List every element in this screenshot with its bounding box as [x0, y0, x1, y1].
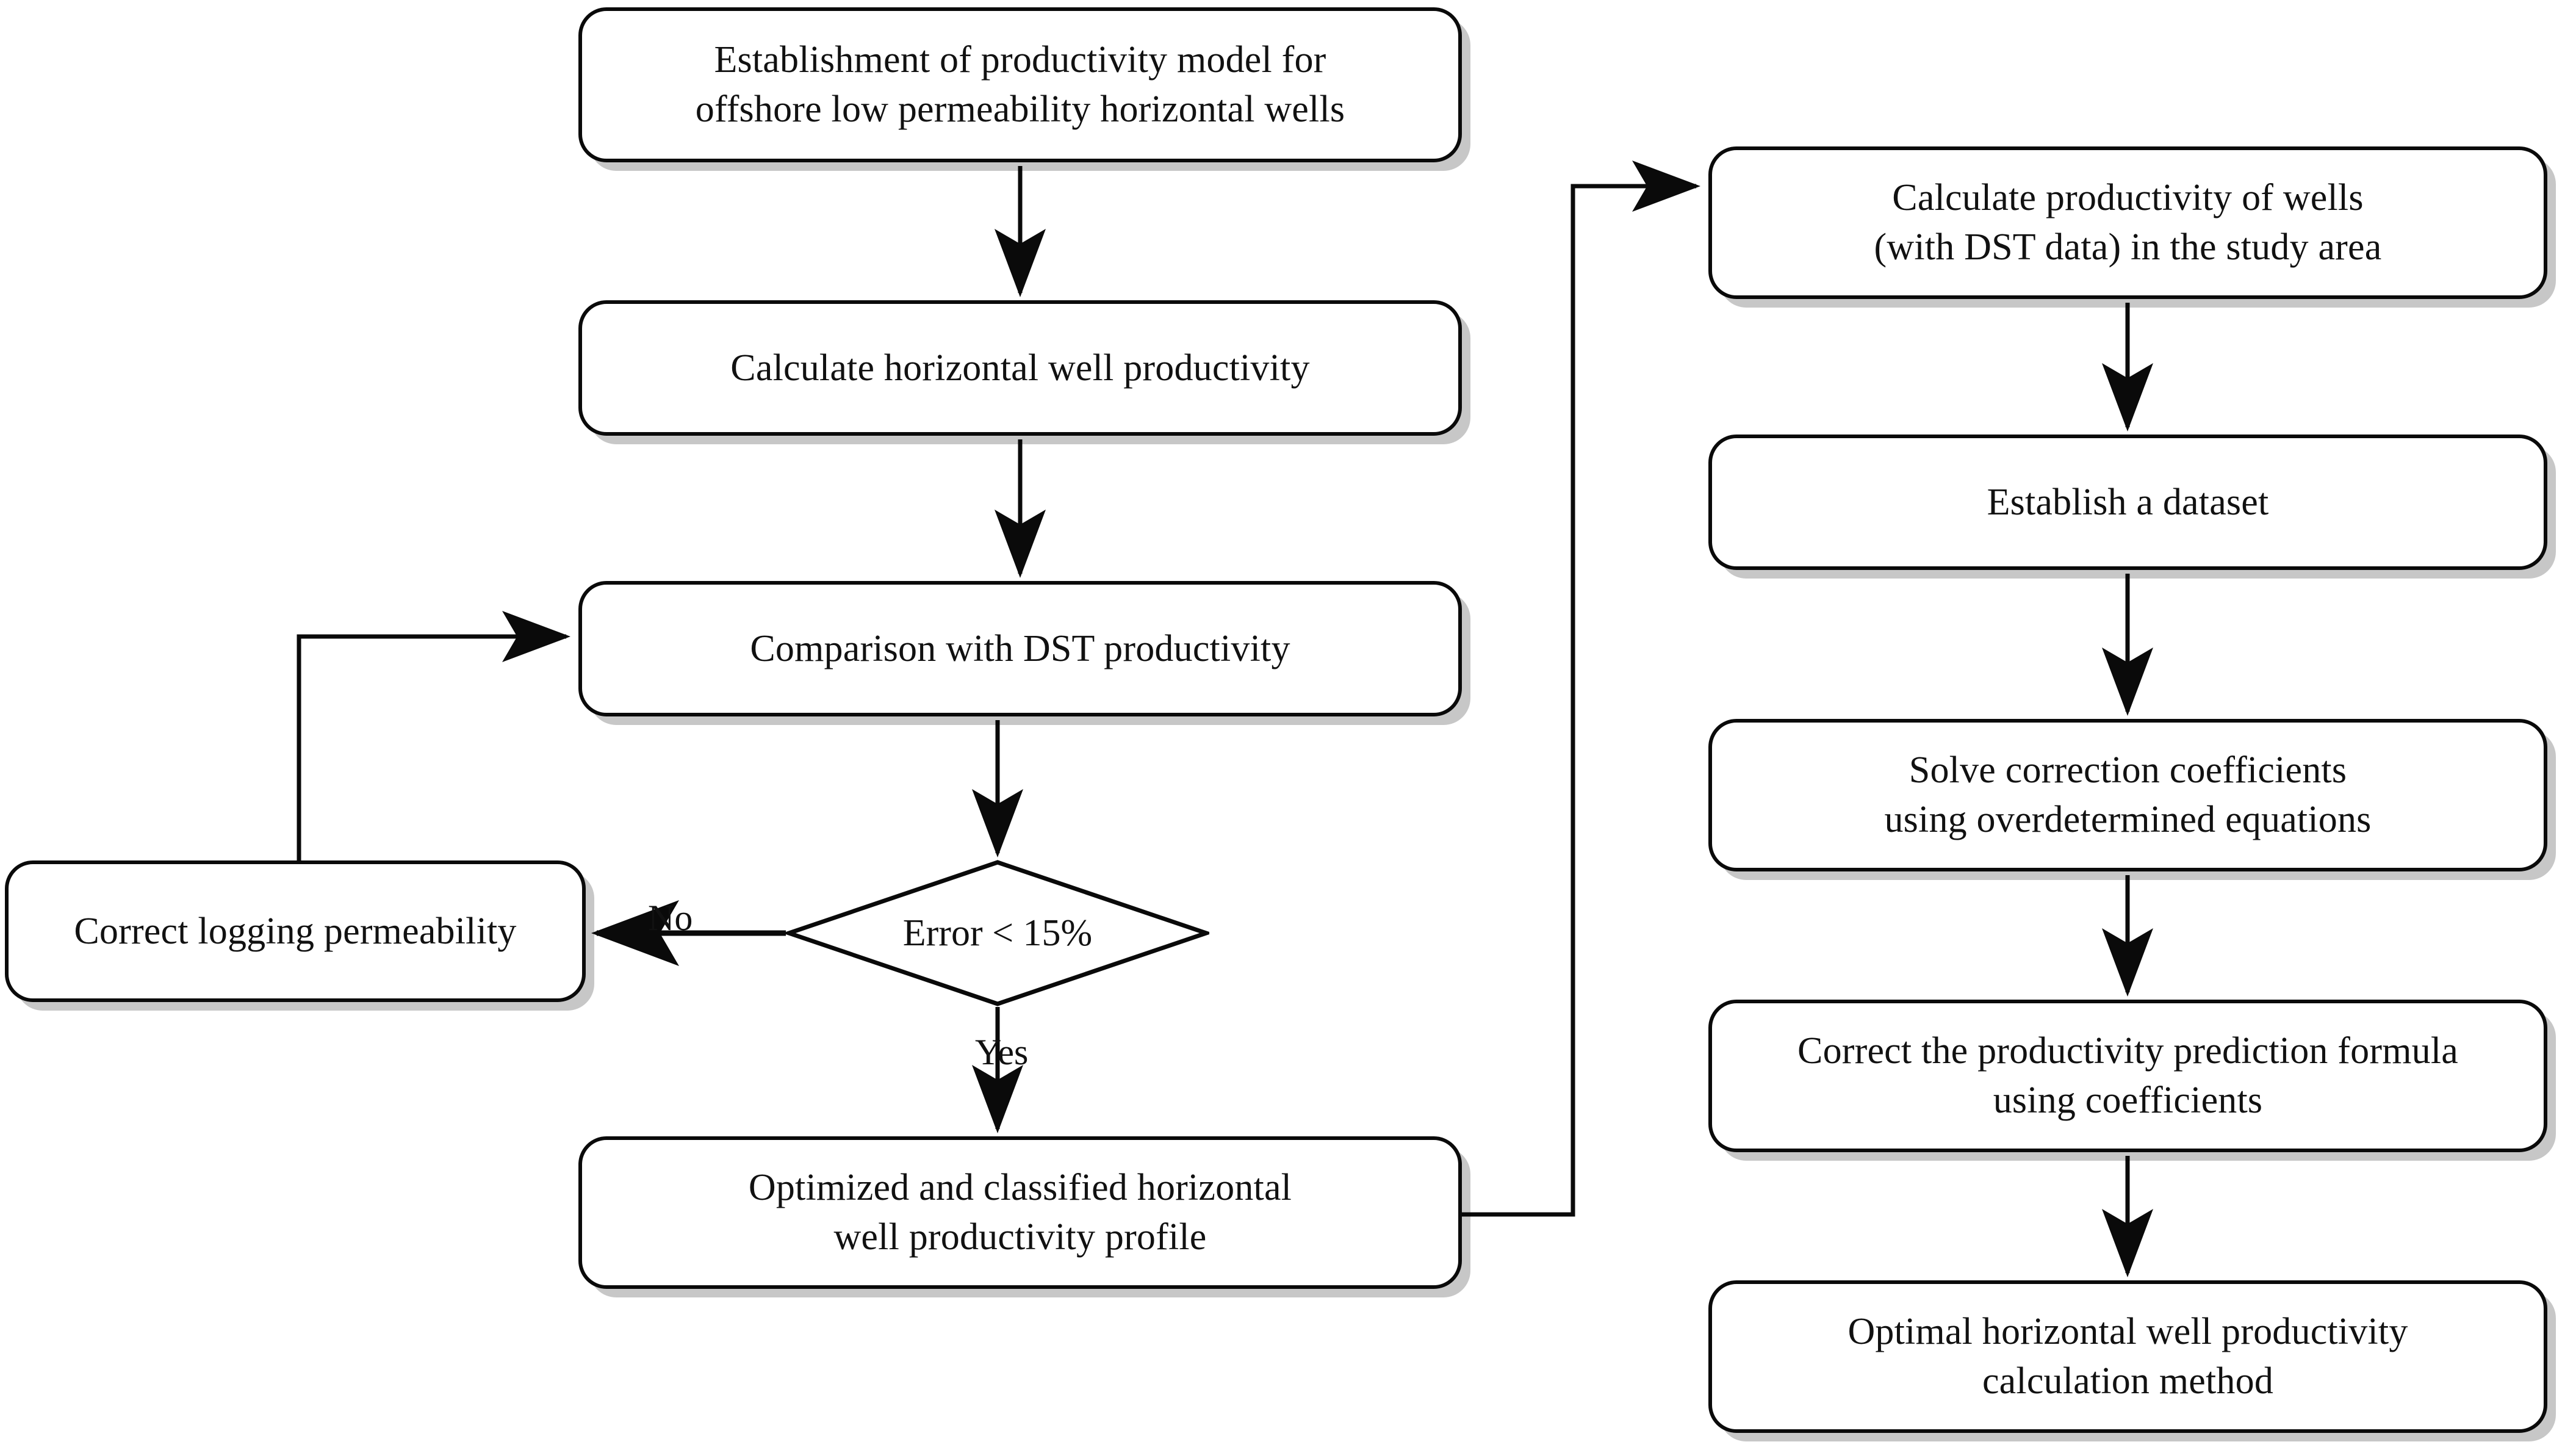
node-correct-logging-permeability-label: Correct logging permeability	[74, 910, 517, 952]
node-optimal-calculation-method[interactable]: Optimal horizontal well productivity cal…	[1708, 1280, 2547, 1433]
node-comparison-with-dst-productivity-label: Comparison with DST productivity	[750, 627, 1290, 669]
node-error-decision[interactable]: Error < 15%	[786, 859, 1209, 1007]
edge-label-yes: Yes	[975, 1032, 1029, 1072]
node-correct-prediction-formula[interactable]: Correct the productivity prediction form…	[1708, 1000, 2547, 1152]
node-establish-dataset-label: Establish a dataset	[1987, 481, 2269, 523]
edge-label-no: No	[648, 898, 693, 938]
node-calculate-wells-with-dst[interactable]: Calculate productivity of wells (with DS…	[1708, 146, 2547, 299]
node-establish-model[interactable]: Establishment of productivity model for …	[578, 7, 1462, 162]
edge-optimized-profile-to-calculate-wells	[1462, 161, 1700, 1217]
node-correct-prediction-formula-label: Correct the productivity prediction form…	[1797, 1030, 2458, 1121]
node-calculate-horizontal-productivity[interactable]: Calculate horizontal well productivity	[578, 300, 1462, 436]
node-solve-correction-coefficients-label: Solve correction coefficients using over…	[1884, 749, 2372, 840]
diamond-shape-icon	[786, 860, 1209, 1006]
node-error-decision-label: Error < 15%	[902, 912, 1093, 954]
node-solve-correction-coefficients[interactable]: Solve correction coefficients using over…	[1708, 719, 2547, 871]
node-optimized-classified-profile-label: Optimized and classified horizontal well…	[748, 1167, 1292, 1258]
node-calculate-wells-with-dst-label: Calculate productivity of wells (with DS…	[1874, 177, 2382, 268]
node-optimal-calculation-method-label: Optimal horizontal well productivity cal…	[1847, 1311, 2408, 1402]
edge-correct-logging-feedback-to-comparison-dst	[297, 611, 570, 860]
node-calculate-horizontal-productivity-label: Calculate horizontal well productivity	[730, 347, 1310, 389]
node-optimized-classified-profile[interactable]: Optimized and classified horizontal well…	[578, 1136, 1462, 1289]
node-comparison-with-dst-productivity[interactable]: Comparison with DST productivity	[578, 581, 1462, 716]
node-establish-model-label: Establishment of productivity model for …	[695, 39, 1345, 130]
node-establish-dataset[interactable]: Establish a dataset	[1708, 435, 2547, 570]
node-correct-logging-permeability[interactable]: Correct logging permeability	[5, 860, 586, 1002]
